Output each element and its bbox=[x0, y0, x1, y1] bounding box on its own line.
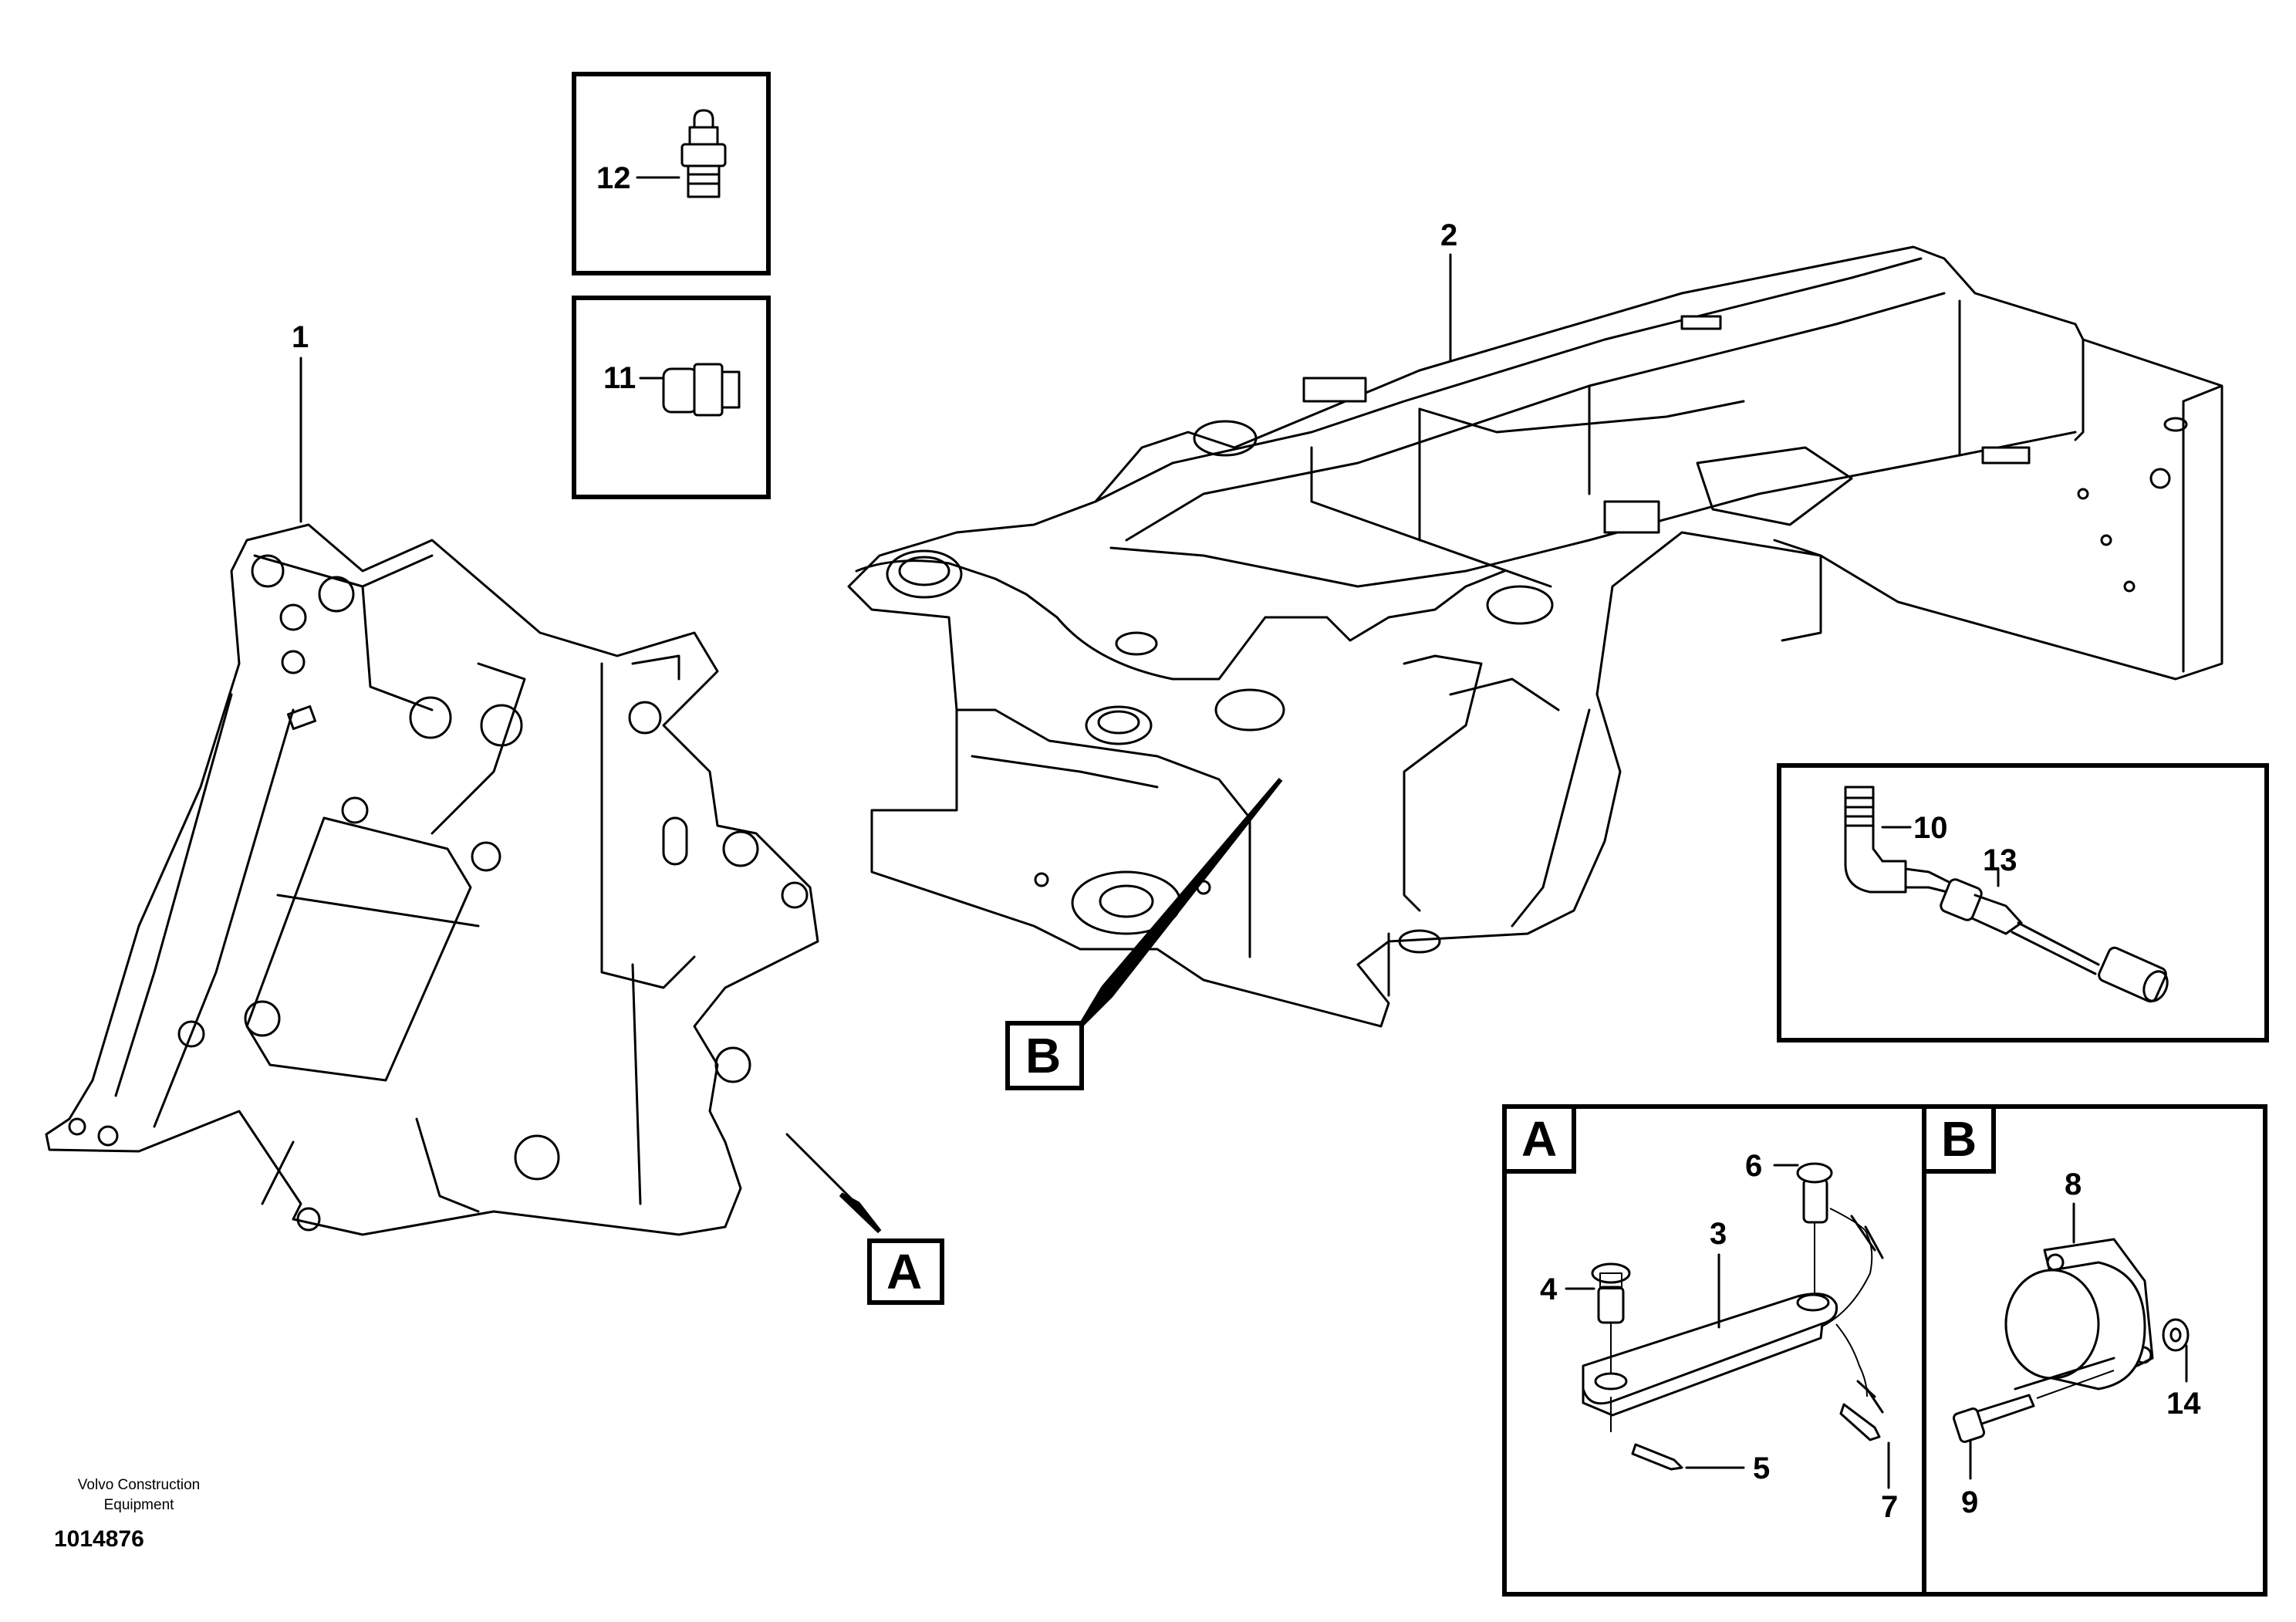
callout-6: 6 bbox=[1745, 1149, 1762, 1183]
detail-a-panel bbox=[1502, 1104, 1926, 1597]
callout-9: 9 bbox=[1961, 1485, 1978, 1519]
company-name-line2: Equipment bbox=[104, 1497, 175, 1513]
callout-7: 7 bbox=[1881, 1490, 1898, 1524]
label-a: A bbox=[886, 1244, 922, 1299]
callout-14: 14 bbox=[2166, 1387, 2201, 1421]
detail-a-letter: A bbox=[1521, 1111, 1557, 1167]
catalog-number: 1014876 bbox=[54, 1526, 144, 1552]
inset-grease-nipple-12 bbox=[572, 72, 771, 275]
callout-4: 4 bbox=[1540, 1272, 1558, 1306]
callout-12: 12 bbox=[596, 161, 631, 195]
callout-8: 8 bbox=[2065, 1168, 2082, 1201]
inset-fitting-11 bbox=[572, 296, 771, 499]
callout-1: 1 bbox=[292, 320, 309, 354]
callout-11: 11 bbox=[603, 361, 636, 395]
company-name-line1: Volvo Construction bbox=[78, 1477, 200, 1493]
callout-13: 13 bbox=[1983, 843, 2017, 877]
detail-b-letter: B bbox=[1941, 1111, 1977, 1167]
callout-10: 10 bbox=[1913, 811, 1948, 845]
callout-3: 3 bbox=[1710, 1217, 1727, 1251]
label-b-box bbox=[1005, 1021, 1084, 1090]
callout-2: 2 bbox=[1440, 218, 1457, 252]
label-a-box bbox=[867, 1238, 944, 1305]
pointer-arrow-a bbox=[839, 1192, 882, 1234]
inset-hose-assembly bbox=[1777, 763, 2269, 1042]
label-b: B bbox=[1025, 1028, 1061, 1083]
callout-5: 5 bbox=[1753, 1451, 1770, 1485]
front-frame-part-1 bbox=[45, 357, 819, 1236]
rear-frame-part-2 bbox=[847, 245, 2223, 1028]
detail-b-panel bbox=[1922, 1104, 2267, 1597]
